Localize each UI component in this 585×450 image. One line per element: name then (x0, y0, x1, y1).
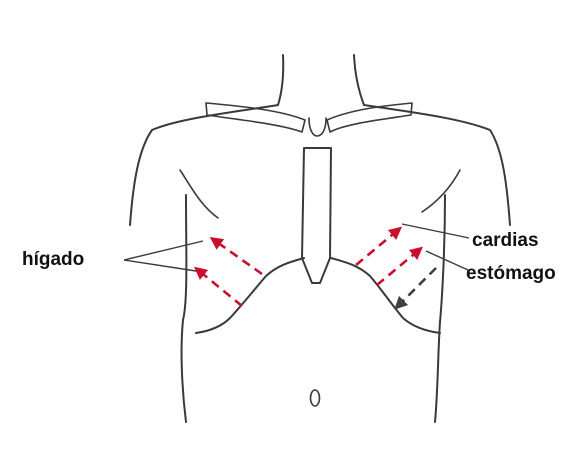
navel (309, 389, 321, 407)
liver-label: hígado (22, 249, 84, 270)
stomach-arrow-lower (394, 267, 437, 310)
neck-right-line (353, 54, 365, 106)
cardia-leader (401, 223, 470, 239)
right-armpit-crease (421, 169, 461, 213)
sternum (301, 147, 332, 284)
neck-left-line (277, 54, 285, 106)
stomach-label: estómago (466, 263, 556, 284)
sternal-notch (308, 117, 327, 137)
cardia-label: cardias (472, 230, 539, 251)
left-armpit-crease (179, 169, 219, 219)
right-clavicle (326, 102, 413, 133)
right-rib-margin (330, 257, 441, 334)
left-clavicle (205, 102, 306, 133)
stomach-leader (425, 250, 469, 271)
liver-leader-upper (123, 240, 204, 261)
stomach-arrow-middle (376, 246, 423, 286)
left-rib-margin (195, 257, 305, 334)
left-torso-side (180, 194, 188, 423)
left-shoulder-outline (129, 104, 279, 226)
liver-leader-lower (123, 259, 197, 272)
right-torso-side (434, 194, 446, 423)
right-shoulder-outline (363, 104, 511, 226)
stomach-arrow-upper (355, 226, 402, 266)
liver-arrow-upper (209, 236, 263, 276)
liver-arrow-lower (193, 266, 243, 308)
